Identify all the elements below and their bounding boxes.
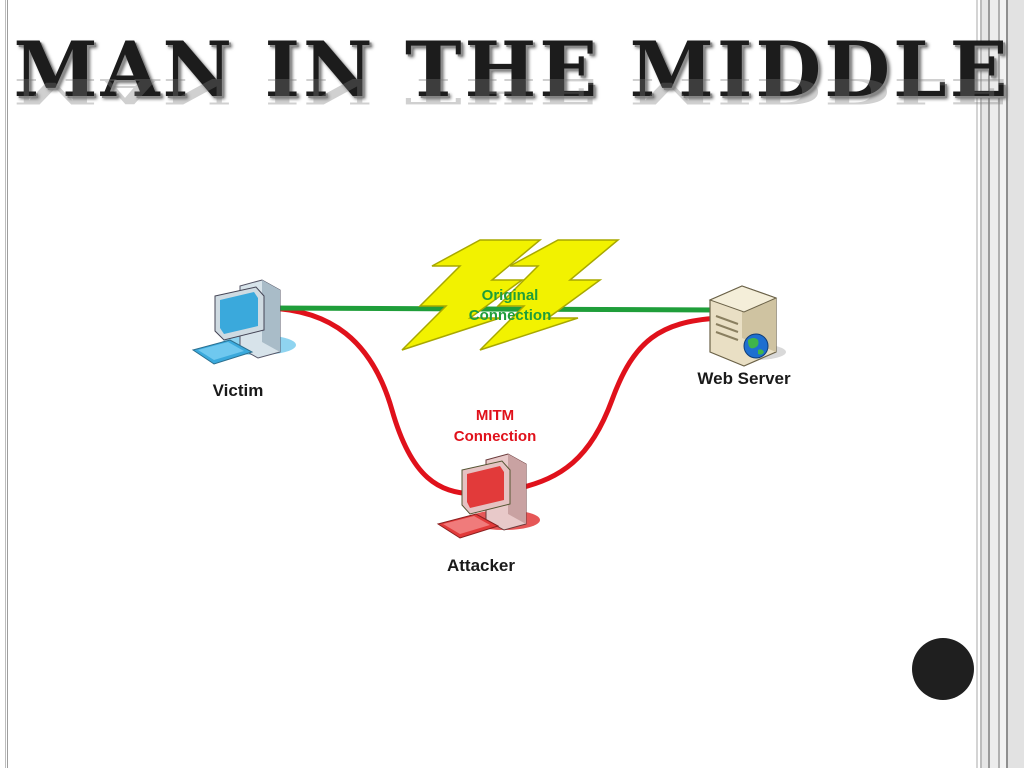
web-server-label: Web Server: [697, 369, 791, 388]
original-connection-label-line1: Original: [482, 287, 539, 304]
globe-icon: [743, 333, 769, 359]
lightning-bolt-icon: [479, 239, 621, 351]
original-connection-line: [267, 305, 719, 313]
original-connection-label-line2: Connection: [469, 307, 552, 324]
slide-right-frame: [976, 0, 1024, 768]
attacker-computer-icon: [436, 453, 540, 539]
slide-title: MAN IN THE MIDDLE: [13, 25, 1011, 114]
attacker-label: Attacker: [447, 556, 515, 575]
mitm-connection-line-server: [517, 315, 721, 491]
lightning-bolt-icon: [401, 239, 543, 351]
mitm-connection-line: [265, 305, 475, 497]
victim-computer-icon: [191, 279, 296, 365]
slide-left-border: [0, 0, 10, 768]
slide-corner-dot: [912, 638, 974, 700]
mitm-connection-label-line1: MITM: [476, 407, 514, 424]
mitm-connection-label-line2: Connection: [454, 428, 537, 445]
victim-label: Victim: [213, 381, 264, 400]
